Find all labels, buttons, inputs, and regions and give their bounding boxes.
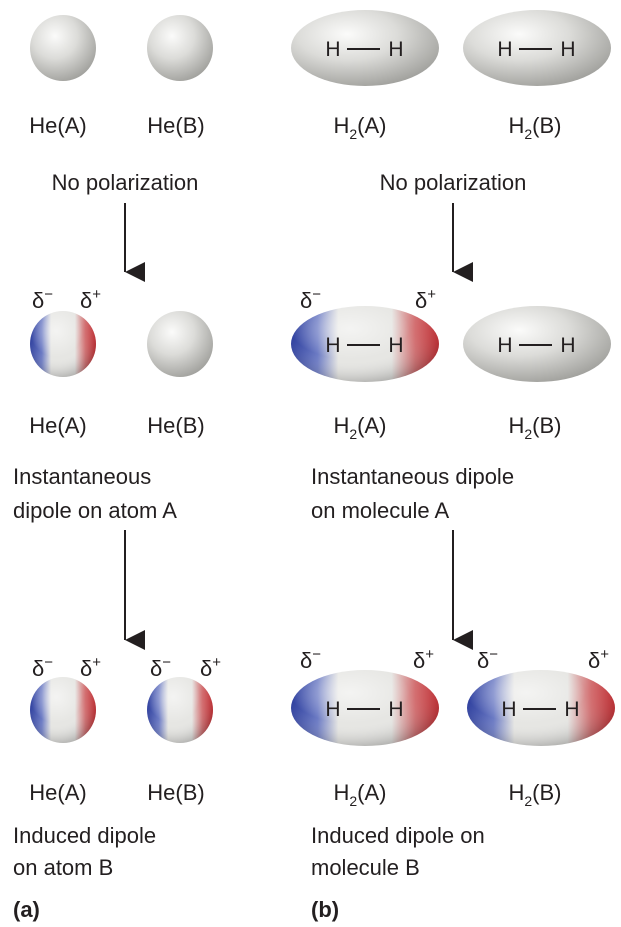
caption-induced-left-line2: on atom B [13,855,113,880]
h2-a-label: H2(A) [333,113,386,142]
he-b-label: He(B) [147,113,204,138]
h-atom-label: H [388,38,403,61]
caption-induced-left-line1: Induced dipole [13,823,156,848]
h-atom-label: H [388,698,403,721]
delta-plus-label: δ+ [80,286,101,313]
caption-induced-right-line1: Induced dipole on [311,823,485,848]
h-atom-label: H [388,334,403,357]
row-induced-dipole: δ− δ+ δ− δ+ δ− δ+ δ− δ+ H H H H [13,646,615,880]
h2-b-label: H2(B) [508,113,561,142]
delta-plus-label: δ+ [200,654,221,681]
he-a-atom-neutral [30,15,96,81]
h-atom-label: H [564,698,579,721]
h-atom-label: H [325,698,340,721]
h-atom-label: H [497,38,512,61]
h2-b-molecule-polarized: H H [467,670,615,746]
delta-plus-label: δ+ [588,646,609,673]
h-atom-label: H [560,38,575,61]
delta-minus-label: δ− [300,646,321,673]
he-b-label: He(B) [147,413,204,438]
delta-minus-label: δ− [32,654,53,681]
caption-instantaneous-right-line2: on molecule A [311,498,450,523]
he-b-atom-neutral [147,311,213,377]
delta-minus-label: δ− [32,286,53,313]
caption-instantaneous-left-line1: Instantaneous [13,464,151,489]
he-a-label: He(A) [29,780,86,805]
he-a-atom-polarized [30,677,96,743]
h2-b-molecule-neutral: H H [463,306,611,382]
delta-minus-label: δ− [300,286,321,313]
delta-plus-label: δ+ [415,286,436,313]
panel-label-b: (b) [311,897,339,922]
h-atom-label: H [497,334,512,357]
delta-minus-label: δ− [150,654,171,681]
he-a-label: He(A) [29,113,86,138]
delta-plus-label: δ+ [413,646,434,673]
h2-b-label: H2(B) [508,413,561,442]
h-atom-label: H [560,334,575,357]
row-no-polarization: H H H H He(A) He(B) H2(A) H2(B) No polar… [29,10,611,195]
he-a-label: He(A) [29,413,86,438]
h2-a-molecule-neutral: H H [291,10,439,86]
caption-instantaneous-left-line2: dipole on atom A [13,498,177,523]
h-atom-label: H [325,38,340,61]
h2-b-molecule-neutral: H H [463,10,611,86]
he-b-atom-neutral [147,15,213,81]
h2-a-molecule-polarized: H H [291,306,439,382]
row-instantaneous-dipole: δ− δ+ δ− δ+ H H H H He(A) He(B) H2(A) H2… [13,286,611,523]
caption-no-polarization-left: No polarization [52,170,199,195]
he-b-label: He(B) [147,780,204,805]
h2-b-label: H2(B) [508,780,561,809]
caption-induced-right-line2: molecule B [311,855,420,880]
panel-label-a: (a) [13,897,40,922]
caption-no-polarization-right: No polarization [380,170,527,195]
h-atom-label: H [501,698,516,721]
delta-minus-label: δ− [477,646,498,673]
h2-a-label: H2(A) [333,413,386,442]
delta-plus-label: δ+ [80,654,101,681]
caption-instantaneous-right-line1: Instantaneous dipole [311,464,514,489]
he-a-atom-polarized [30,311,96,377]
he-b-atom-polarized [147,677,213,743]
h-atom-label: H [325,334,340,357]
h2-a-label: H2(A) [333,780,386,809]
h2-a-molecule-polarized: H H [291,670,439,746]
